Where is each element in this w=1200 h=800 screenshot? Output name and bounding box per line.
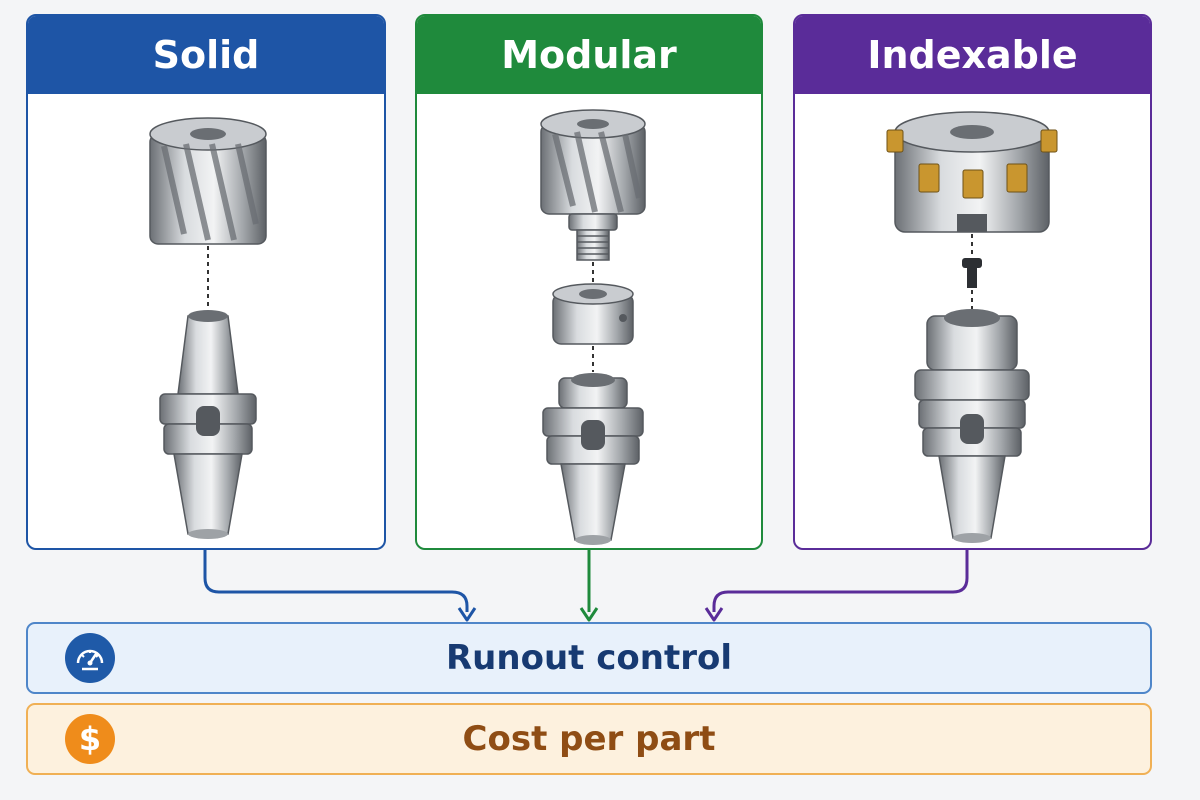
modular-holder	[542, 373, 644, 545]
panel-modular: Modular	[415, 14, 763, 550]
indexable-face-mill	[886, 111, 1058, 233]
solid-holder	[159, 310, 257, 539]
solid-arrowhead	[457, 607, 477, 622]
indexable-connector	[712, 550, 969, 612]
modular-arrowhead	[579, 607, 599, 622]
panel-modular-illustration	[417, 94, 761, 548]
modular-adapter	[552, 283, 634, 345]
panel-modular-title: Modular	[417, 16, 761, 94]
panel-solid-illustration	[28, 94, 384, 548]
cost-per-part-label: Cost per part	[462, 719, 716, 759]
cost-per-part-bar: $ Cost per part	[26, 703, 1152, 775]
panel-indexable: Indexable	[793, 14, 1152, 550]
gauge-icon	[65, 633, 115, 683]
indexable-screw	[962, 258, 982, 288]
solid-cutter	[149, 117, 267, 245]
panel-solid: Solid	[26, 14, 386, 550]
modular-cutter	[540, 109, 646, 261]
indexable-holder	[914, 309, 1030, 543]
panel-indexable-title: Indexable	[795, 16, 1150, 94]
panel-indexable-illustration	[795, 94, 1150, 548]
solid-connector	[203, 550, 469, 612]
runout-control-bar: Runout control	[26, 622, 1152, 694]
panel-solid-title: Solid	[28, 16, 384, 94]
indexable-arrowhead	[704, 607, 724, 622]
runout-control-label: Runout control	[446, 638, 732, 678]
dollar-icon: $	[65, 714, 115, 764]
